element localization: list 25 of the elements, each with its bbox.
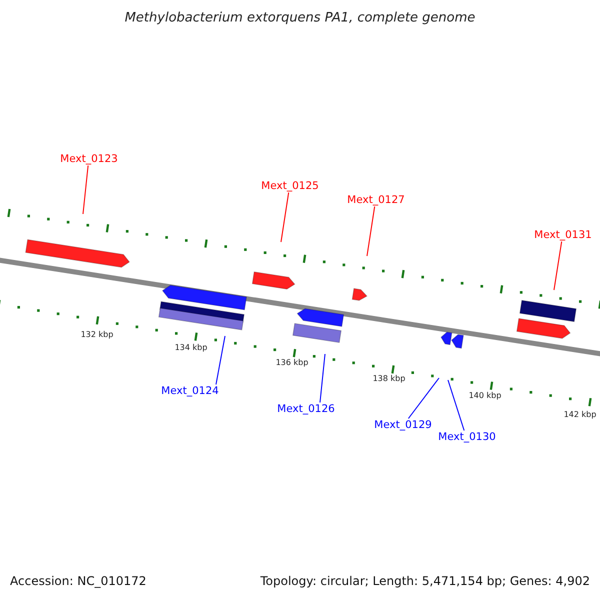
scale-label: 134 kbp bbox=[174, 344, 208, 352]
footer-text: Accession: NC_010172 bbox=[10, 575, 146, 587]
gene-label: Mext_0131 bbox=[534, 230, 592, 240]
leader-line bbox=[280, 192, 290, 242]
scale-label: 140 kbp bbox=[468, 392, 502, 400]
gene-label: Mext_0126 bbox=[277, 404, 335, 414]
leader-line bbox=[320, 354, 326, 403]
scale-label: 136 kbp bbox=[276, 359, 308, 367]
diagram-title: Methylobacterium extorquens PA1, complete genome bbox=[124, 12, 476, 24]
gene-label: Mext_0124 bbox=[161, 386, 219, 396]
gene-label: Mext_0123 bbox=[60, 154, 118, 164]
leader-line bbox=[216, 336, 226, 385]
leader-line bbox=[366, 206, 376, 256]
scale-label: 142 kbp bbox=[564, 411, 596, 419]
gene-label: Mext_0130 bbox=[438, 432, 496, 442]
scale-label: 132 kbp bbox=[80, 331, 114, 339]
leader-line bbox=[448, 380, 465, 431]
scale-label: 138 kbp bbox=[372, 375, 406, 383]
leader-line bbox=[82, 165, 89, 214]
gene-label: Mext_0127 bbox=[347, 194, 405, 206]
gene-label: Mext_0129 bbox=[374, 420, 432, 430]
gene-label: Mext_0125 bbox=[261, 180, 319, 192]
leader-line bbox=[408, 378, 440, 419]
footer-text: Topology: circular; Length: 5,471,154 bp; Genes: 4,902 bbox=[260, 575, 590, 587]
leader-line bbox=[554, 241, 562, 290]
